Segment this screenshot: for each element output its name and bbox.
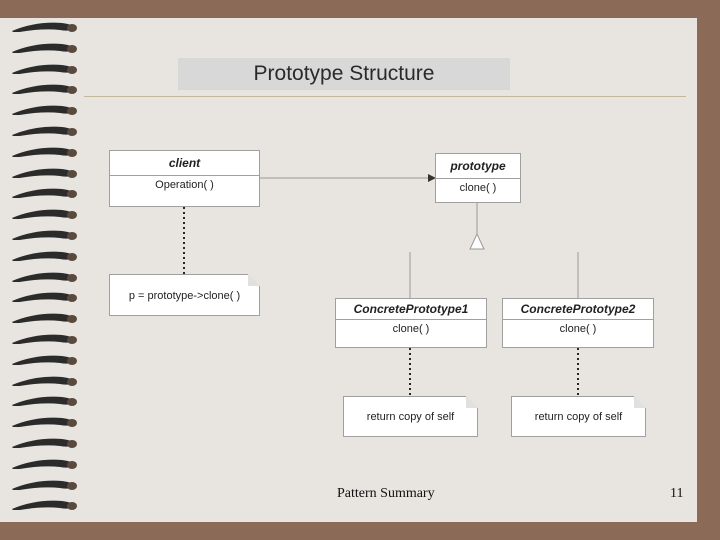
concrete1-note-text: return copy of self bbox=[367, 411, 454, 423]
client-class-box: client Operation( ) bbox=[109, 150, 260, 207]
prototype-operation: clone( ) bbox=[436, 179, 520, 197]
concrete-prototype-1-name: ConcretePrototype1 bbox=[336, 299, 486, 320]
concrete-prototype-2-operation: clone( ) bbox=[503, 320, 653, 338]
concrete2-note-text: return copy of self bbox=[535, 411, 622, 423]
concrete1-note: return copy of self bbox=[343, 396, 478, 437]
concrete-prototype-1-operation: clone( ) bbox=[336, 320, 486, 338]
client-class-name: client bbox=[110, 151, 259, 176]
prototype-class-box: prototype clone( ) bbox=[435, 153, 521, 203]
client-note-text: p = prototype->clone( ) bbox=[129, 290, 240, 302]
concrete-prototype-1-box: ConcretePrototype1 clone( ) bbox=[335, 298, 487, 348]
note-fold bbox=[248, 274, 260, 286]
client-note: p = prototype->clone( ) bbox=[109, 274, 260, 316]
client-operation: Operation( ) bbox=[110, 176, 259, 194]
note-fold bbox=[466, 396, 478, 408]
note-fold bbox=[634, 396, 646, 408]
concrete-prototype-2-name: ConcretePrototype2 bbox=[503, 299, 653, 320]
prototype-class-name: prototype bbox=[436, 154, 520, 179]
concrete-prototype-2-box: ConcretePrototype2 clone( ) bbox=[502, 298, 654, 348]
inheritance-triangle bbox=[470, 234, 484, 249]
footer-text: Pattern Summary bbox=[337, 486, 435, 502]
page-number: 11 bbox=[670, 486, 683, 502]
concrete2-note: return copy of self bbox=[511, 396, 646, 437]
